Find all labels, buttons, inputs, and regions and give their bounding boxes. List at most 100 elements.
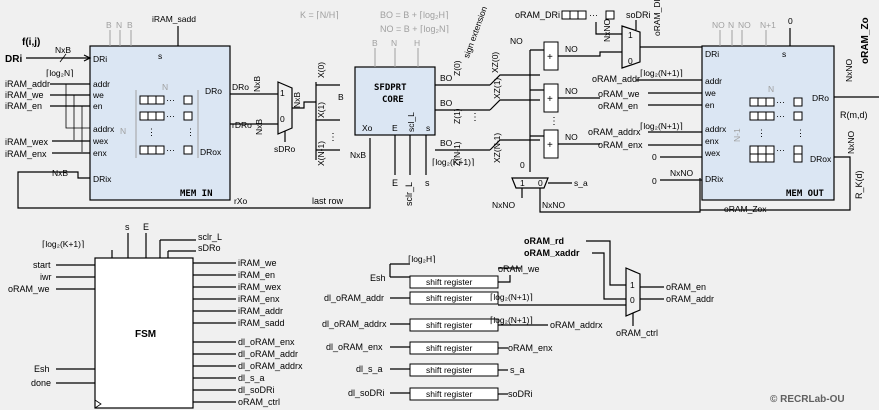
nxno-zo: NxNO: [844, 58, 854, 82]
mem-in-s-port: s: [158, 51, 162, 61]
fsm-in-e: E: [143, 222, 149, 232]
mem-out-s-port: s: [782, 49, 786, 59]
signal-rxo: rXo: [234, 196, 248, 206]
sodri-mux-1: 1: [628, 30, 633, 40]
signal-xz1: XZ(1): [492, 78, 502, 99]
shift-register-2-label: shift register: [426, 320, 472, 330]
nxno-sa-left: NxNO: [492, 200, 516, 210]
signal-oram-addrx: oRAM_addrx: [588, 127, 641, 137]
core-port-s: s: [426, 123, 430, 133]
signal-iram-addr: iRAM_addr: [5, 79, 50, 89]
core-out-dots: ⋮: [470, 112, 480, 123]
mem-out-top-n: N: [728, 20, 734, 30]
mem-out-port-enx: enx: [705, 136, 719, 146]
mem-out-grid: ··· ··· ⋮⋮ ···: [749, 97, 805, 163]
mem-out-drix-zero: 0: [652, 176, 657, 186]
signal-xz0: XZ(0): [490, 52, 500, 73]
signal-rkd: R_K(d): [854, 170, 864, 199]
svg-text:⋮: ⋮: [757, 128, 766, 138]
signal-fij: f(i,j): [22, 37, 40, 48]
core-port-e: E: [392, 123, 398, 133]
mem-in-grid-n: N: [162, 82, 168, 92]
svg-text:···: ···: [166, 95, 175, 105]
shift-log2h: ⌈log₂H⌉: [408, 254, 435, 264]
fsm-out-iram-addr: iRAM_addr: [238, 306, 283, 316]
mem-in-port-dro: DRo: [205, 86, 222, 96]
svg-text:+: +: [547, 140, 553, 151]
core-top-h: H: [414, 38, 420, 48]
mem-in-grid: ··· ··· ⋮⋮ ···: [135, 90, 199, 158]
fsm-in-iwr: iwr: [40, 272, 52, 282]
fsm-in-s: s: [125, 222, 130, 232]
sodri-mux: [621, 25, 641, 69]
shift-in-oram-addr: dl_oRAM_addr: [324, 293, 384, 303]
fsm-in-oram-we: oRAM_we: [8, 284, 50, 294]
shift-register-0-label: shift register: [426, 277, 472, 287]
svg-text:···: ···: [776, 145, 785, 155]
svg-text:···: ···: [166, 111, 175, 121]
signal-last-row: last row: [312, 196, 344, 206]
core-in-x1: X(1): [316, 102, 326, 118]
core-out-z0: Z(0): [452, 60, 462, 76]
log2n-label: ⌈log₂N⌉: [46, 68, 73, 78]
formula-bo: BO = B + ⌈log₂H⌉: [380, 10, 449, 20]
dro-mux: [277, 81, 293, 135]
svg-text:+: +: [547, 94, 553, 105]
fsm-out-dl-oram-enx: dl_oRAM_enx: [238, 337, 295, 347]
dro-mux-1: 1: [280, 88, 285, 98]
core-log2k1: ⌈log₂(K+1)⌉: [432, 157, 474, 167]
mem-out-port-we: we: [704, 88, 716, 98]
core-out-bo-n: BO: [440, 138, 453, 148]
mem-out-port-wex: wex: [704, 148, 721, 158]
signal-oram-we: oRAM_we: [598, 89, 640, 99]
mem-in-port-addr: addr: [93, 79, 110, 89]
fsm-out-dl-oram-addrx: dl_oRAM_addrx: [238, 361, 303, 371]
mem-out-port-dri: DRi: [705, 49, 719, 59]
mem-in-port-enx: enx: [93, 148, 107, 158]
adder-n1: +: [543, 129, 559, 159]
core-in-dots: ⋮: [328, 132, 338, 143]
fsm-right-outputs: iRAM_we iRAM_en iRAM_wex iRAM_enx iRAM_a…: [193, 258, 303, 407]
mem-out-title: MEM OUT: [786, 189, 825, 199]
core-title-1: SFDPRT: [374, 83, 407, 93]
signal-oram-zo: oRAM_Zo: [860, 17, 871, 64]
mem-out-wex-zero: 0: [652, 152, 657, 162]
shift-oram-we-out: oRAM_we: [498, 264, 540, 274]
mem-in-top-n: N: [116, 20, 122, 30]
mem-in-port-wex: wex: [92, 136, 109, 146]
signal-dri-in: DRi: [5, 54, 22, 65]
signal-xzn1: XZ(N-1): [492, 133, 502, 163]
mem-in-top-b: B: [106, 20, 112, 30]
core-out-bo-1: BO: [440, 98, 453, 108]
signal-sodri-top: soDRi: [626, 10, 651, 20]
oram-dri-vert: oRAM_DRi: [652, 0, 662, 36]
mem-out-top-no: NO: [712, 20, 725, 30]
mem-in-port-dri: DRi: [93, 54, 107, 64]
fsm-out-dl-sodri: dl_soDRi: [238, 385, 275, 395]
fsm-block: [94, 257, 194, 409]
core-top-n: N: [391, 38, 397, 48]
outmux: [625, 267, 641, 317]
outmux-oram-xaddr: oRAM_xaddr: [524, 248, 580, 258]
svg-text:⋮: ⋮: [186, 127, 195, 137]
svg-text:⋮: ⋮: [147, 127, 156, 137]
fsm-log2k1: ⌈log₂(K+1)⌉: [42, 239, 84, 249]
shift-in-s-a: dl_s_a: [356, 364, 383, 374]
nxno-sa-right: NxNO: [542, 200, 566, 210]
nxb-xo: NxB: [350, 150, 366, 160]
core-out-bo-0: BO: [440, 73, 453, 83]
oram-dri-register: ···: [561, 10, 615, 20]
fsm-in-start: start: [33, 260, 51, 270]
signal-sdro: sDRo: [274, 144, 296, 154]
shift-in-sodri: dl_soDRi: [348, 388, 385, 398]
signal-s-a: s_a: [574, 178, 588, 188]
outmux-oram-addr: oRAM_addr: [666, 294, 714, 304]
outmux-0: 0: [630, 295, 635, 305]
mem-out-port-drox: DRox: [810, 154, 832, 164]
signal-oram-dri: oRAM_DRi: [515, 10, 560, 20]
adder-0: +: [543, 41, 559, 71]
shift-register-3-label: shift register: [426, 343, 472, 353]
mem-in-port-we: we: [92, 90, 104, 100]
signal-oram-zox: oRAM_Zox: [724, 204, 767, 214]
mem-out-top-no2: NO: [738, 20, 751, 30]
